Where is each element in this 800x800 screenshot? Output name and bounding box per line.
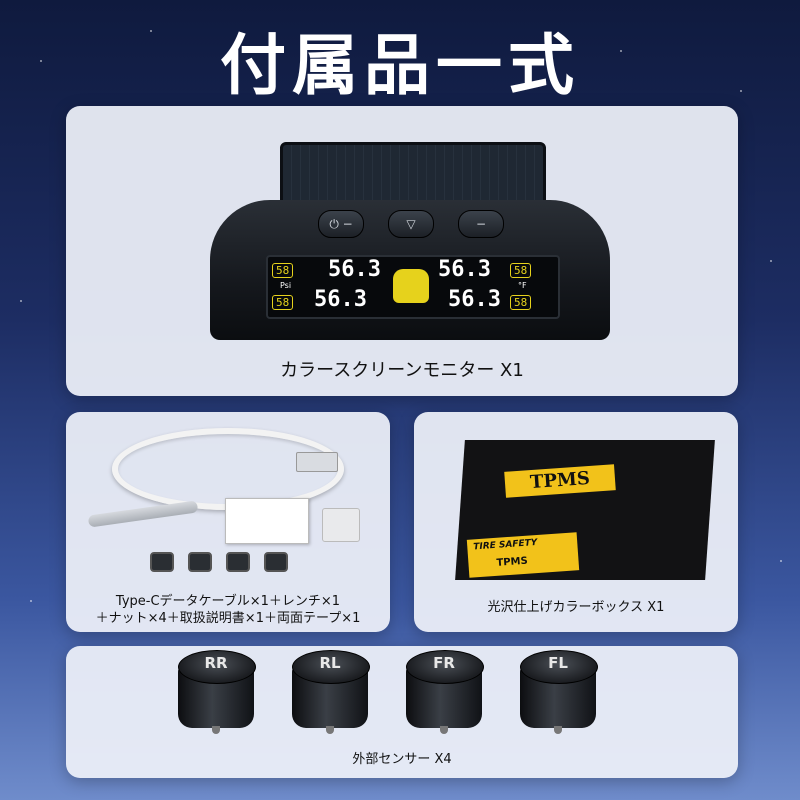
box-caption: 光沢仕上げカラーボックス X1 <box>487 600 665 615</box>
minus-button: − <box>458 210 504 238</box>
lcd-unit-f: °F <box>518 281 527 290</box>
lcd-pressure-rl: 56.3 <box>314 287 367 312</box>
lcd-pressure-rr: 56.3 <box>448 287 501 312</box>
sensor-valve-tip <box>326 726 334 734</box>
solar-panel <box>280 142 546 210</box>
lcd-screen: 58 Psi 56.3 58 56.3 56.3 58 °F 56.3 58 <box>266 255 560 319</box>
background-star <box>620 50 622 52</box>
background-star <box>780 560 782 562</box>
accessories-caption-line2: ＋ナット×4＋取扱説明書×1＋両面テープ×1 <box>95 611 361 626</box>
sensor-cap <box>178 650 256 684</box>
box-strip-sub: TPMS <box>496 555 529 569</box>
box-strip-title: TIRE SAFETY <box>473 537 538 553</box>
background-star <box>20 300 22 302</box>
monitor-caption: カラースクリーンモニター X1 <box>280 360 524 381</box>
sensor-rl: RL <box>292 650 370 736</box>
sensor-label: RL <box>319 654 341 672</box>
lcd-temp-fr: 58 <box>510 263 532 278</box>
sensor-label: RR <box>204 654 228 672</box>
sensor-cap <box>292 650 370 684</box>
car-tire-icon <box>393 269 429 303</box>
lcd-temp-rl: 58 <box>272 295 294 310</box>
instruction-manual <box>225 498 309 544</box>
sensor-cap <box>520 650 598 684</box>
lcd-temp-fl: 58 <box>272 263 294 278</box>
nut <box>150 552 174 572</box>
sensors-caption: 外部センサー X4 <box>352 752 452 767</box>
lcd-pressure-fl: 56.3 <box>328 257 381 282</box>
background-star <box>150 30 152 32</box>
sensor-cap <box>406 650 484 684</box>
lcd-temp-rr: 58 <box>510 295 532 310</box>
sensor-fr: FR <box>406 650 484 736</box>
sensor-rr: RR <box>178 650 256 736</box>
background-star <box>770 260 772 262</box>
sensor-valve-tip <box>212 726 220 734</box>
box-strip: TIRE SAFETY TPMS <box>466 532 580 578</box>
page-title: 付属品一式 <box>220 27 580 104</box>
sensor-label: FR <box>433 654 455 672</box>
background-star <box>740 90 742 92</box>
background-star <box>40 60 42 62</box>
lcd-unit-psi: Psi <box>280 281 292 290</box>
usb-connector <box>296 452 338 472</box>
sensor-label: FL <box>548 654 568 672</box>
double-sided-tape <box>322 508 360 542</box>
sensor-valve-tip <box>554 726 562 734</box>
sensor-fl: FL <box>520 650 598 736</box>
nut <box>188 552 212 572</box>
sensor-valve-tip <box>440 726 448 734</box>
mode-button: ▽ <box>388 210 434 238</box>
power-button: ⏻ − <box>318 210 364 238</box>
accessories-caption-line1: Type-Cデータケーブル×1＋レンチ×1 <box>115 594 341 609</box>
nut <box>226 552 250 572</box>
nut <box>264 552 288 572</box>
color-screen-monitor: ⏻ − ▽ − 58 Psi 56.3 58 56.3 56.3 58 °F 5… <box>200 130 620 345</box>
lcd-pressure-fr: 56.3 <box>438 257 491 282</box>
background-star <box>30 600 32 602</box>
